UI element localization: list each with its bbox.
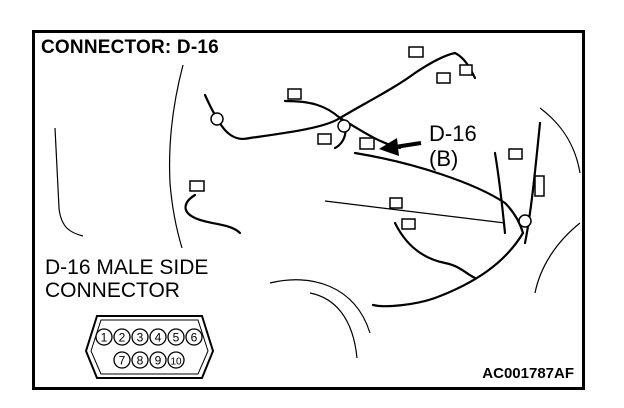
pin-9 [149, 351, 167, 369]
pin-7 [113, 351, 131, 369]
pin-label: 8 [137, 354, 144, 368]
pin-10 [167, 351, 185, 369]
pin-label: 3 [137, 331, 144, 345]
pin-2 [113, 328, 131, 346]
pin-4 [149, 328, 167, 346]
pin-label: 1 [101, 331, 108, 345]
connector-d16-b [359, 137, 375, 150]
pin-3 [131, 328, 149, 346]
male-side-label: D-16 MALE SIDE CONNECTOR [45, 256, 208, 302]
pin-6 [185, 328, 203, 346]
pin-label: 7 [119, 354, 126, 368]
diagram-frame: CONNECTOR: D-16 D-16 (B) D-16 MALE SIDE … [32, 30, 585, 390]
connector-title: CONNECTOR: D-16 [41, 37, 219, 58]
pin-5 [167, 328, 185, 346]
pin-8 [131, 351, 149, 369]
pin-label: 6 [191, 331, 198, 345]
pin-label: 10 [170, 357, 182, 368]
pin-label: 4 [155, 331, 162, 345]
pin-1 [95, 328, 113, 346]
vehicle-body-outline [54, 64, 581, 359]
pin-label: 9 [155, 354, 162, 368]
male-side-label-line2: CONNECTOR [45, 279, 180, 302]
callout-connector-id: D-16 [429, 121, 477, 146]
figure-code: AC001787AF [482, 365, 574, 382]
pin-label: 5 [173, 331, 180, 345]
callout-connector-sub: (B) [429, 146, 459, 171]
pin-label: 2 [119, 331, 126, 345]
harness-connectors [189, 46, 545, 230]
callout-arrow [379, 138, 422, 156]
male-side-label-line1: D-16 MALE SIDE [45, 256, 209, 279]
